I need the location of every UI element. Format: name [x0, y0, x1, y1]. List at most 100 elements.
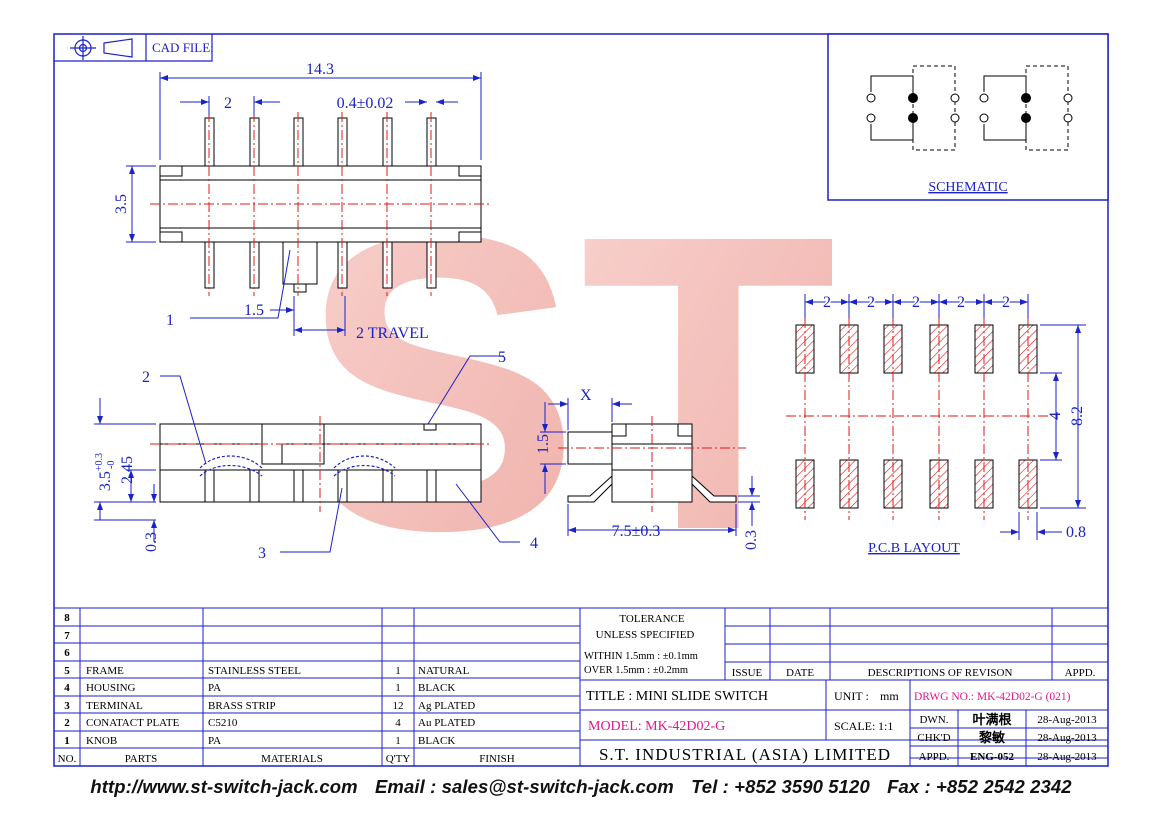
callout-housing: 4 [530, 535, 538, 552]
table-row: 8 [64, 612, 70, 624]
tolerance-title: TOLERANCE [619, 613, 684, 625]
row-no: 3 [64, 700, 70, 712]
table-row: 7 [64, 630, 70, 642]
col-header-qty: Q'TY [386, 753, 411, 765]
schematic-symbol-right [979, 65, 1073, 151]
tolerance-subtitle: UNLESS SPECIFIED [596, 629, 695, 641]
callout-knob: 1 [166, 312, 174, 329]
pcb-pitch-1: 2 [823, 294, 831, 311]
row-material: PA [208, 682, 221, 694]
row-no: 4 [64, 682, 70, 694]
contact-footer: http://www.st-switch-jack.com Email : sa… [0, 776, 1162, 798]
row-qty: 1 [395, 665, 401, 677]
tolerance-over: OVER 1.5mm : ±0.2mm [584, 665, 688, 676]
chk-label: CHK'D [917, 732, 950, 744]
col-header-parts: PARTS [125, 753, 158, 765]
watermark-letter-t: T [580, 149, 837, 618]
row-qty: 1 [395, 682, 401, 694]
row-finish: Au PLATED [418, 717, 475, 729]
dim-total-height-value: 3.5 [97, 471, 114, 491]
scale-value: 1:1 [878, 719, 893, 733]
dim-knob-height: 1.5 [535, 434, 552, 454]
cad-file-label: CAD FILE: [152, 40, 214, 55]
table-row: 5 FRAME STAINLESS STEEL 1 NATURAL [64, 665, 469, 677]
schematic: SCHEMATIC [827, 33, 1109, 201]
company-name: S.T. INDUSTRIAL (ASIA) LIMITED [599, 745, 891, 764]
table-row: 1 KNOB PA 1 BLACK [64, 735, 455, 747]
dim-side-width: 7.5±0.3 [612, 523, 661, 540]
pcb-layout-label: P.C.B LAYOUT [868, 541, 960, 556]
row-qty: 12 [393, 700, 404, 712]
col-header-materials: MATERIALS [261, 753, 323, 765]
dim-total-height: 3.5+0.3-0 [94, 453, 117, 491]
row-no: 7 [64, 630, 70, 642]
unit-label: UNIT : [834, 689, 869, 703]
pcb-pitch-3: 2 [912, 294, 920, 311]
row-finish: BLACK [418, 682, 455, 694]
col-issue: ISSUE [732, 667, 763, 679]
dwn-date: 28-Aug-2013 [1037, 714, 1097, 726]
email-link[interactable]: Email : sales@st-switch-jack.com [374, 776, 674, 797]
telephone: Tel : +852 3590 5120 [691, 776, 870, 797]
website-link[interactable]: http://www.st-switch-jack.com [90, 776, 358, 797]
col-descriptions: DESCRIPTIONS OF REVISON [868, 667, 1013, 679]
appd-date: 28-Aug-2013 [1037, 751, 1097, 763]
parts-table: 8 7 6 5 FRAME STAINLESS STEEL 1 NATURAL … [58, 612, 515, 765]
col-date: DATE [786, 667, 814, 679]
row-part: FRAME [86, 665, 124, 677]
table-header-row: NO. PARTS MATERIALS Q'TY FINISH [58, 753, 515, 765]
chk-name: 黎敏 [979, 730, 1006, 746]
row-no: 8 [64, 612, 70, 624]
col-header-no: NO. [58, 753, 77, 765]
pcb-total-height: 8.2 [1069, 406, 1086, 426]
schematic-label: SCHEMATIC [928, 180, 1007, 195]
row-material: STAINLESS STEEL [208, 665, 301, 677]
sheet-border [53, 33, 1109, 767]
pcb-centerlines [786, 300, 1048, 520]
row-material: C5210 [208, 717, 238, 729]
row-finish: NATURAL [418, 665, 470, 677]
dim-x: X [580, 387, 592, 404]
drawing-number: DRWG NO.: MK-42D02-G (021) [914, 691, 1071, 703]
row-material: BRASS STRIP [208, 700, 276, 712]
callout-frame: 5 [498, 349, 506, 366]
dim-pin-width: 0.4±0.02 [337, 95, 394, 112]
drawing-title: TITLE : MINI SLIDE SWITCH [586, 689, 768, 704]
row-qty: 1 [395, 735, 401, 747]
pcb-dimensions [804, 294, 1086, 540]
chk-date: 28-Aug-2013 [1037, 732, 1097, 744]
unit-value: mm [880, 689, 899, 703]
scale-label: SCALE: [834, 719, 875, 733]
row-part: CONATACT PLATE [86, 717, 180, 729]
title-block-grid [54, 607, 1108, 766]
fax: Fax : +852 2542 2342 [887, 776, 1072, 797]
pcb-layout: 2 2 2 2 2 4 8.2 0.8 P.C.B LAYOUT [786, 293, 1086, 556]
top-view-centerlines [150, 112, 492, 296]
pcb-pad-width: 0.8 [1066, 524, 1086, 541]
pcb-pitch-5: 2 [1002, 294, 1010, 311]
dim-body-depth: 3.5 [113, 194, 130, 214]
top-view-dimensions [126, 72, 482, 336]
title-block: TOLERANCE UNLESS SPECIFIED WITHIN 1.5mm … [584, 613, 1097, 764]
appd-name: ENG-052 [970, 751, 1015, 763]
pcb-pitch-2: 2 [867, 294, 875, 311]
top-view: 14.3 2 0.4±0.02 3.5 1.5 2 TRAVEL 1 [113, 61, 492, 342]
row-part: TERMINAL [86, 700, 143, 712]
side-view-centerlines [558, 416, 746, 512]
row-finish: Ag PLATED [418, 700, 475, 712]
model-number: MODEL: MK-42D02-G [588, 719, 725, 734]
front-view-contact-plates [199, 455, 396, 477]
first-angle-projection-icon [70, 36, 133, 60]
callout-terminal: 3 [258, 545, 266, 562]
dim-bottom-offset: 0.3 [143, 532, 160, 552]
appd-label: APPD. [919, 751, 950, 763]
side-view: X 1.5 7.5±0.3 0.3 [535, 387, 760, 550]
dim-body-height: 2.45 [119, 456, 136, 484]
dim-travel: 2 TRAVEL [356, 325, 429, 342]
dwn-name: 叶满根 [972, 712, 1012, 728]
row-part: KNOB [86, 735, 117, 747]
row-no: 2 [64, 717, 70, 729]
dim-side-thickness: 0.3 [743, 530, 760, 550]
dim-overall-length: 14.3 [306, 61, 334, 78]
